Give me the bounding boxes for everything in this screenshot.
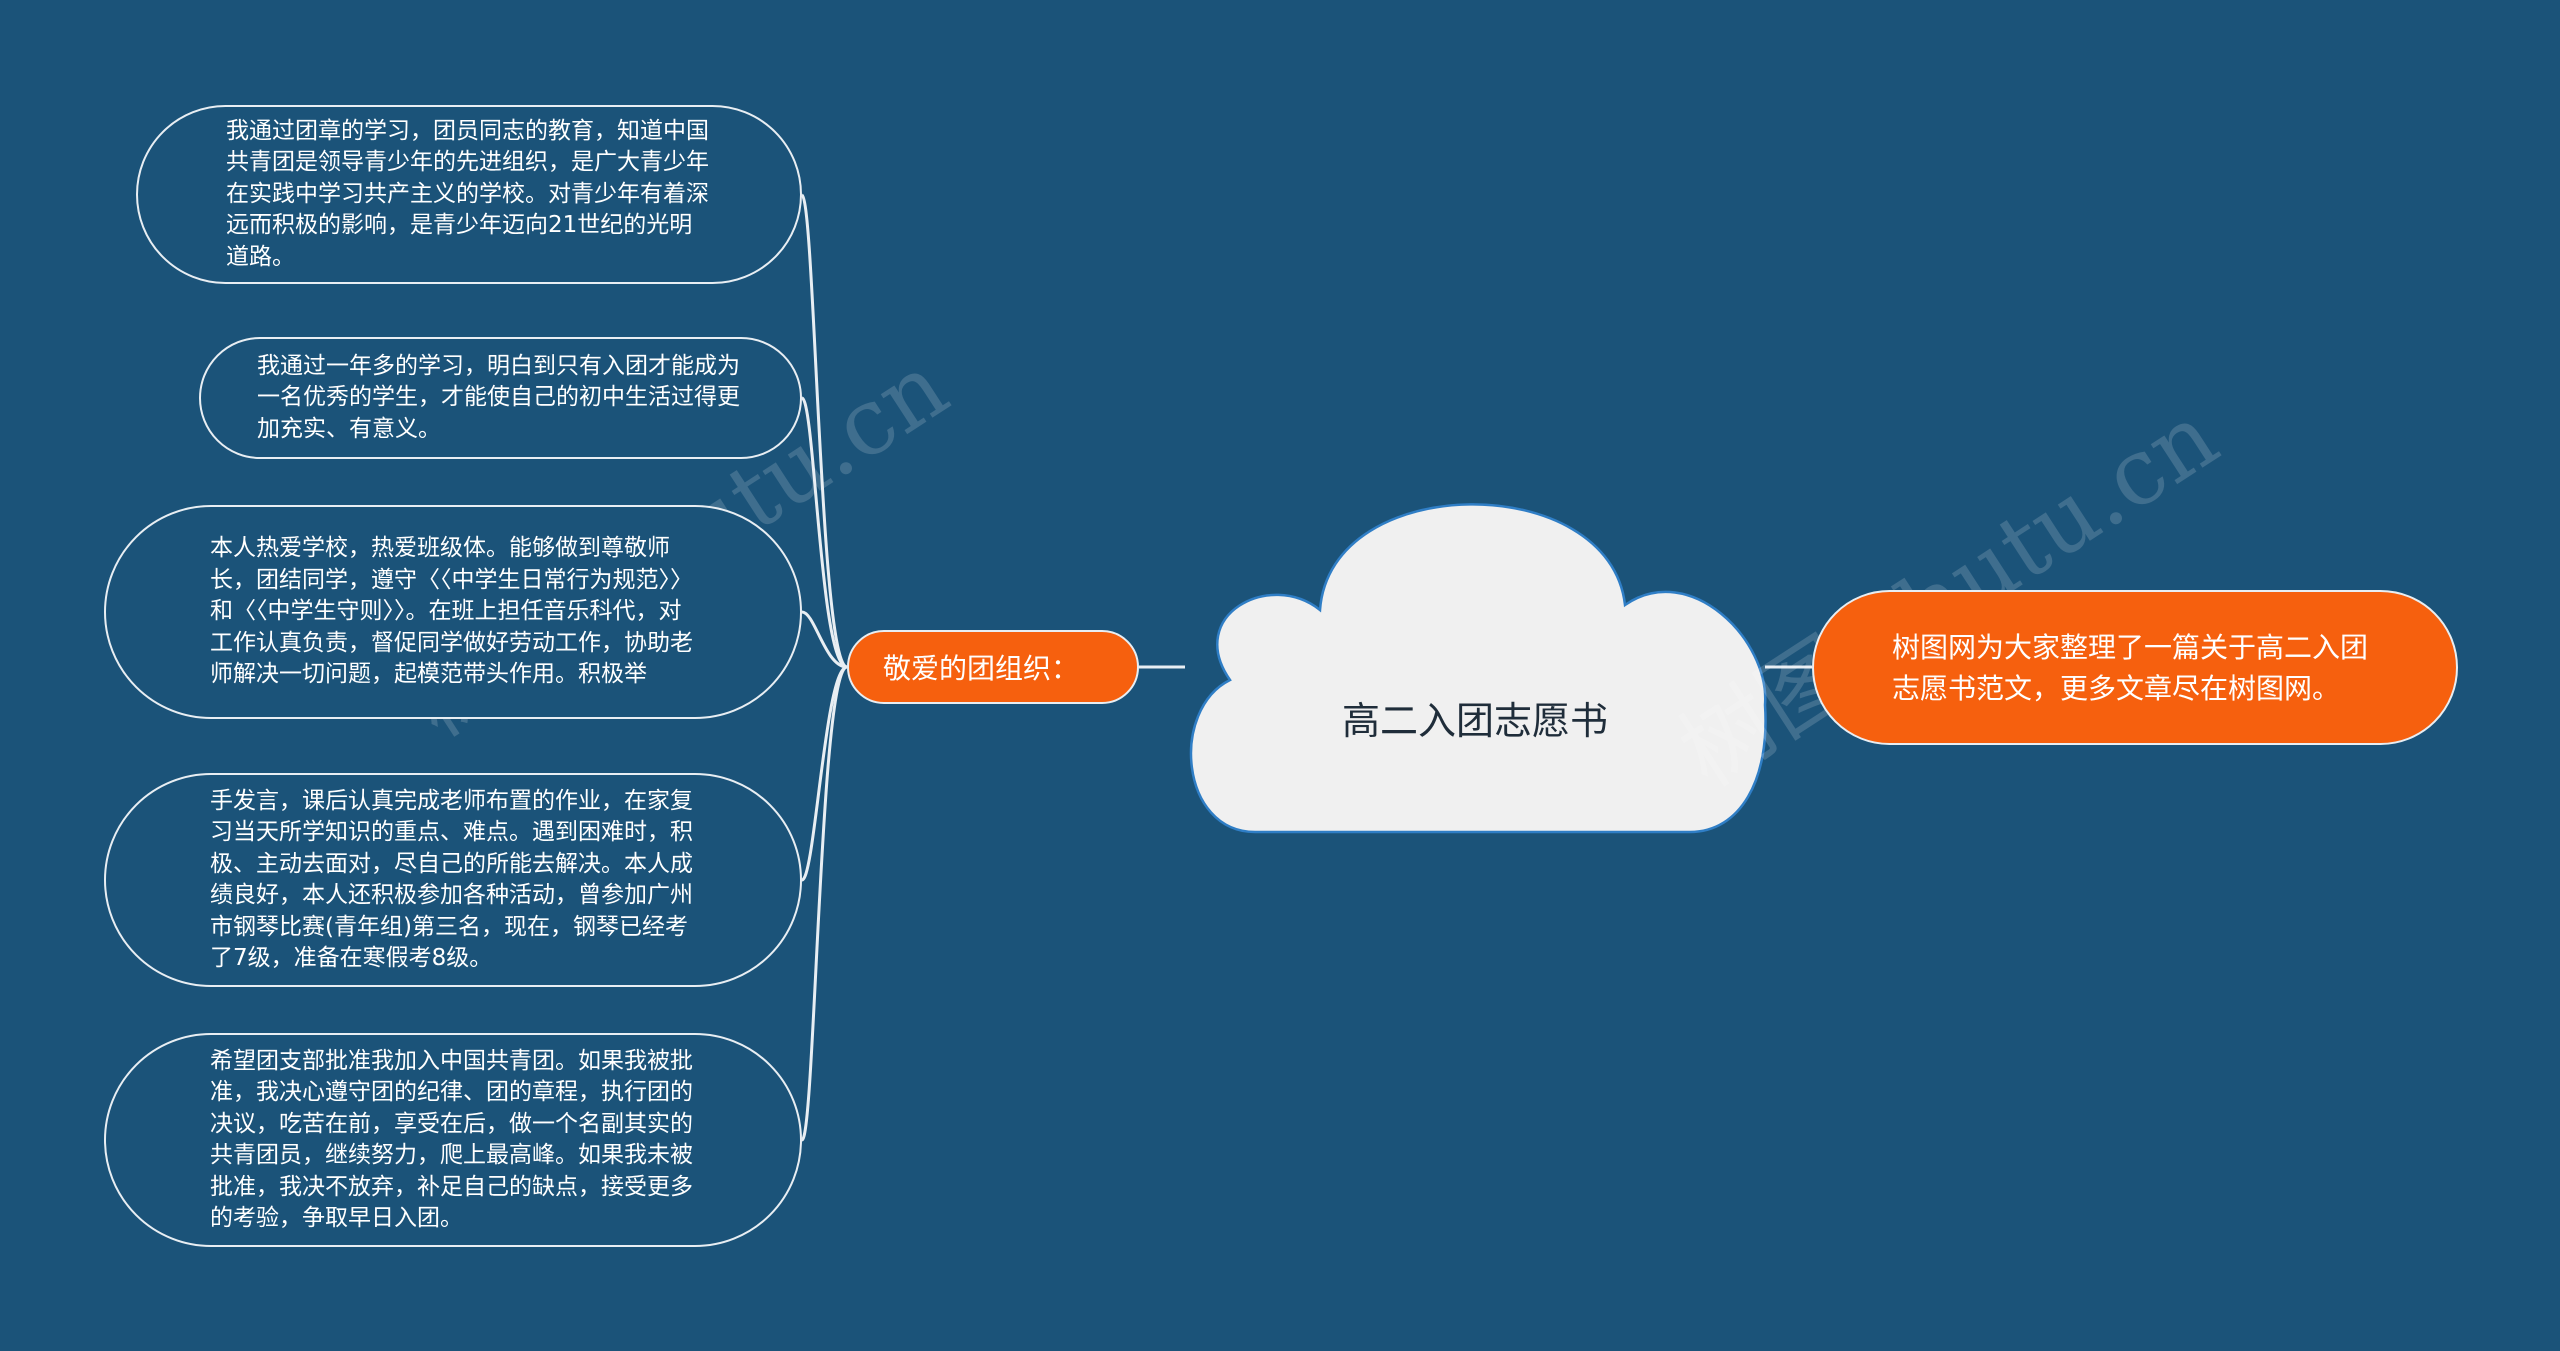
leaf-node-3-text: 本人热爱学校，热爱班级体。能够做到尊敬师长，团结同学，遵守〈〈中学生日常行为规范… xyxy=(210,535,693,688)
leaf-node-5[interactable]: 希望团支部批准我加入中国共青团。如果我被批准，我决心遵守团的纪律、团的章程，执行… xyxy=(104,1033,802,1247)
leaf-node-1[interactable]: 我通过团章的学习，团员同志的教育，知道中国共青团是领导青少年的先进组织，是广大青… xyxy=(136,105,802,284)
connector-leaf-3 xyxy=(801,610,848,669)
branch-node-label: 敬爱的团组织： xyxy=(883,652,1080,685)
connector-leaf-2 xyxy=(800,396,848,669)
leaf-node-2-text: 我通过一年多的学习，明白到只有入团才能成为一名优秀的学生，才能使自己的初中生活过… xyxy=(257,352,740,442)
leaf-node-3[interactable]: 本人热爱学校，热爱班级体。能够做到尊敬师长，团结同学，遵守〈〈中学生日常行为规范… xyxy=(104,505,802,719)
connector-leaf-5 xyxy=(800,665,849,1142)
connector-leaf-1 xyxy=(800,193,848,669)
branch-node[interactable]: 敬爱的团组织： xyxy=(847,630,1139,704)
leaf-node-4[interactable]: 手发言，课后认真完成老师布置的作业，在家复习当天所学知识的重点、难点。遇到困难时… xyxy=(104,773,802,987)
leaf-node-4-text: 手发言，课后认真完成老师布置的作业，在家复习当天所学知识的重点、难点。遇到困难时… xyxy=(210,787,693,972)
connector-leaf-4 xyxy=(800,665,848,882)
intro-node-text: 树图网为大家整理了一篇关于高二入团志愿书范文，更多文章尽在树图网。 xyxy=(1892,630,2369,705)
connector-lines xyxy=(800,193,1812,1142)
intro-node[interactable]: 树图网为大家整理了一篇关于高二入团志愿书范文，更多文章尽在树图网。 xyxy=(1812,590,2458,745)
leaf-node-1-text: 我通过团章的学习，团员同志的教育，知道中国共青团是领导青少年的先进组织，是广大青… xyxy=(226,117,709,270)
central-cloud xyxy=(1189,503,1767,834)
leaf-node-5-text: 希望团支部批准我加入中国共青团。如果我被批准，我决心遵守团的纪律、团的章程，执行… xyxy=(210,1047,693,1232)
leaf-node-2[interactable]: 我通过一年多的学习，明白到只有入团才能成为一名优秀的学生，才能使自己的初中生活过… xyxy=(199,337,802,459)
central-topic[interactable]: 高二入团志愿书 xyxy=(1341,699,1608,743)
